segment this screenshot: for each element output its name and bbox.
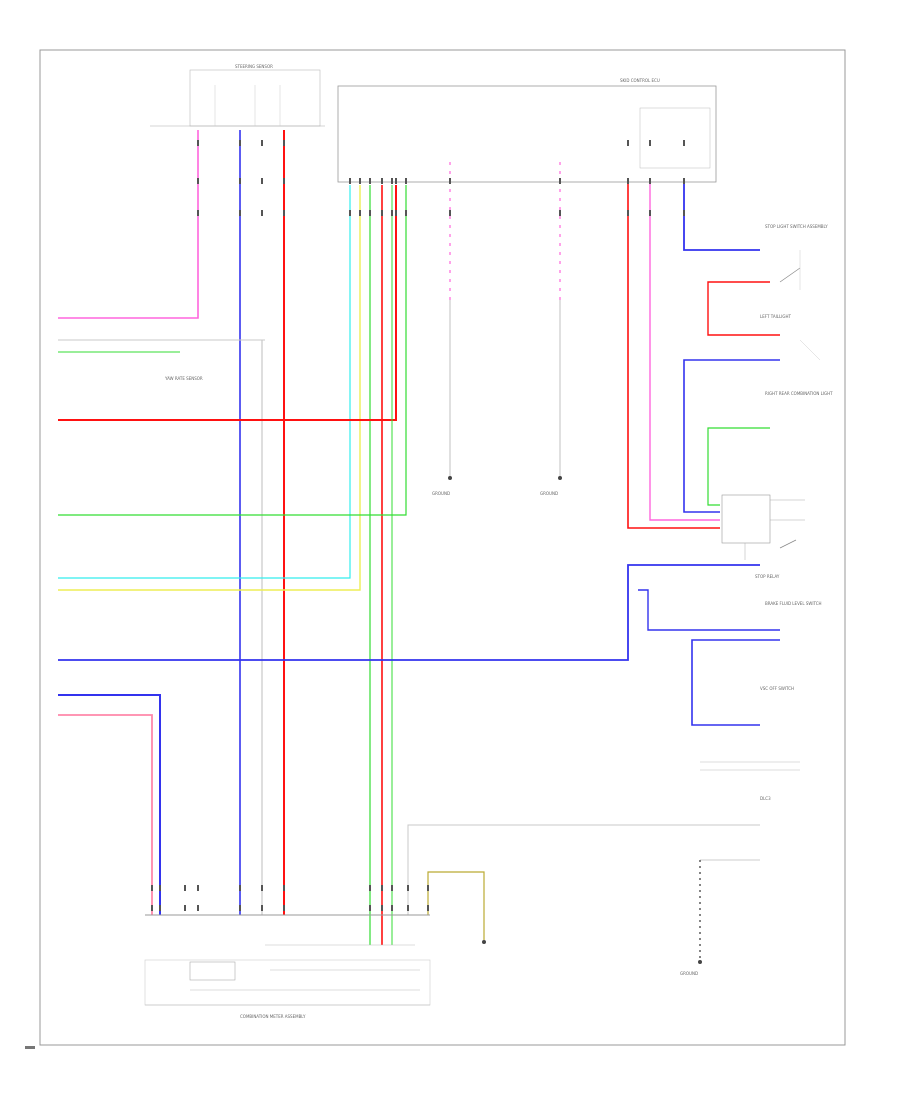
left-taillight-area bbox=[683, 339, 821, 513]
pin-mark bbox=[261, 905, 263, 911]
pin-mark bbox=[184, 905, 186, 911]
pin-mark bbox=[649, 140, 651, 146]
pin-mark bbox=[359, 210, 361, 216]
stop-relay bbox=[721, 494, 805, 560]
pin-mark bbox=[261, 140, 263, 146]
wire-pink-1 bbox=[58, 130, 199, 319]
left-horizontal-wires bbox=[58, 339, 760, 915]
pin-mark bbox=[184, 885, 186, 891]
label-combination-meter: COMBINATION METER ASSEMBLY bbox=[240, 1014, 306, 1019]
pin-mark bbox=[369, 210, 371, 216]
pin-mark bbox=[239, 210, 241, 216]
label-yaw-rate: YAW RATE SENSOR bbox=[164, 376, 203, 381]
pin-mark bbox=[239, 140, 241, 146]
right-rear-light-area bbox=[707, 427, 770, 506]
pin-mark bbox=[197, 178, 199, 184]
pin-mark bbox=[427, 885, 429, 891]
pin-mark bbox=[683, 178, 685, 184]
label-ground-center: GROUND bbox=[540, 491, 558, 496]
label-ground-left: GROUND bbox=[432, 491, 450, 496]
pin-mark bbox=[369, 178, 371, 184]
pin-mark bbox=[283, 885, 285, 891]
pin-mark bbox=[261, 210, 263, 216]
pin-mark bbox=[261, 885, 263, 891]
pin-mark bbox=[627, 178, 629, 184]
pin-mark bbox=[381, 905, 383, 911]
pin-mark bbox=[369, 885, 371, 891]
pin-mark bbox=[283, 905, 285, 911]
pin-mark bbox=[349, 210, 351, 216]
pin-mark bbox=[449, 210, 451, 216]
right-bottom-wires bbox=[407, 824, 760, 960]
pin-mark bbox=[159, 885, 161, 891]
pin-mark bbox=[683, 210, 685, 216]
pin-mark bbox=[239, 885, 241, 891]
label-steering-sensor: STEERING SENSOR bbox=[235, 64, 273, 69]
label-stop-relay: STOP RELAY bbox=[755, 574, 780, 579]
pin-mark bbox=[197, 210, 199, 216]
pin-mark bbox=[407, 905, 409, 911]
ground-symbols bbox=[448, 476, 702, 964]
pin-mark bbox=[405, 210, 407, 216]
pin-mark bbox=[197, 905, 199, 911]
pin-mark bbox=[239, 178, 241, 184]
center-wires bbox=[449, 162, 561, 478]
pin-mark bbox=[649, 178, 651, 184]
pin-mark bbox=[283, 140, 285, 146]
label-dlc3: DLC3 bbox=[760, 796, 771, 801]
steering-sensor-connector bbox=[150, 69, 325, 127]
combination-meter-block bbox=[144, 914, 431, 1006]
pin-mark bbox=[239, 905, 241, 911]
stop-light-switch-area bbox=[707, 250, 801, 336]
pin-mark bbox=[683, 140, 685, 146]
pin-mark bbox=[283, 178, 285, 184]
pin-mark bbox=[369, 905, 371, 911]
label-right-rear-light: RIGHT REAR COMBINATION LIGHT bbox=[765, 391, 833, 396]
pin-mark bbox=[559, 178, 561, 184]
brake-fluid-area bbox=[638, 589, 800, 771]
pin-mark bbox=[649, 210, 651, 216]
label-brake-fluid: BRAKE FLUID LEVEL SWITCH bbox=[765, 601, 822, 606]
pin-mark bbox=[391, 885, 393, 891]
right-ecu-wires bbox=[627, 182, 760, 529]
connector-pin-marks bbox=[151, 140, 685, 911]
pin-mark bbox=[395, 178, 397, 184]
pin-mark bbox=[559, 210, 561, 216]
label-ecu: SKID CONTROL ECU bbox=[620, 78, 660, 83]
wire-olive bbox=[427, 871, 485, 940]
pin-mark bbox=[151, 885, 153, 891]
pin-mark bbox=[159, 905, 161, 911]
label-stop-light-switch: STOP LIGHT SWITCH ASSEMBLY bbox=[765, 224, 828, 229]
pin-mark bbox=[405, 178, 407, 184]
pin-mark bbox=[395, 210, 397, 216]
skid-control-ecu-box bbox=[337, 85, 717, 183]
pin-mark bbox=[449, 178, 451, 184]
pin-mark bbox=[349, 178, 351, 184]
pin-mark bbox=[391, 178, 393, 184]
page-marker bbox=[25, 1046, 35, 1049]
ecu-wire-bundle bbox=[58, 185, 407, 945]
pin-mark bbox=[627, 210, 629, 216]
pin-mark bbox=[407, 885, 409, 891]
label-vsc-off: VSC OFF SWITCH bbox=[760, 686, 794, 691]
pin-mark bbox=[283, 210, 285, 216]
pin-mark bbox=[381, 178, 383, 184]
pin-mark bbox=[627, 140, 629, 146]
pin-mark bbox=[359, 178, 361, 184]
diagram-frame bbox=[39, 49, 846, 1046]
pin-mark bbox=[151, 905, 153, 911]
pin-mark bbox=[427, 905, 429, 911]
pin-mark bbox=[197, 885, 199, 891]
pin-mark bbox=[381, 885, 383, 891]
pin-mark bbox=[381, 210, 383, 216]
pin-mark bbox=[261, 178, 263, 184]
label-left-taillight: LEFT TAILLIGHT bbox=[760, 314, 791, 319]
pin-mark bbox=[391, 210, 393, 216]
pin-mark bbox=[391, 905, 393, 911]
pin-mark bbox=[197, 140, 199, 146]
label-ground-right: GROUND bbox=[680, 971, 698, 976]
